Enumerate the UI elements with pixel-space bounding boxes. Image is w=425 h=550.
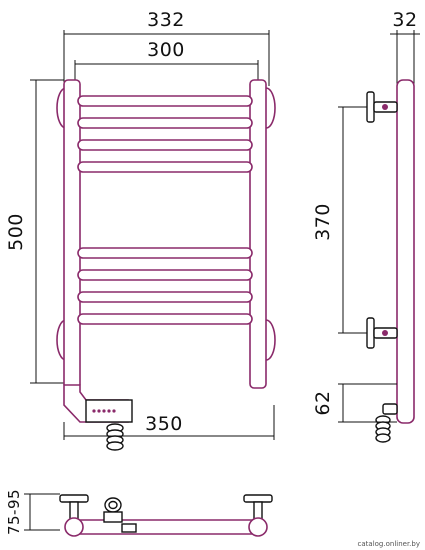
power-cord-coil [106, 423, 124, 451]
rungs [77, 95, 253, 325]
dim-label-75-95: 75-95 [5, 489, 23, 535]
dim-label-300: 300 [147, 39, 185, 61]
right-wall-flange [243, 494, 273, 503]
heater-knob-inner [108, 500, 118, 510]
dim-label-370: 370 [312, 203, 334, 241]
indicator-dot [107, 409, 111, 413]
side-view: 32 370 62 [312, 9, 420, 443]
dim-label-350: 350 [145, 413, 183, 435]
heater-body-top [103, 511, 123, 523]
side-cord-coil [375, 403, 398, 443]
heater-cap [121, 523, 137, 533]
rung [77, 95, 253, 107]
wall-flange [366, 317, 375, 349]
rung [77, 117, 253, 129]
side-pipe [396, 79, 415, 424]
watermark: catalog.onliner.by [358, 540, 420, 548]
indicator-dot [92, 409, 96, 413]
rung [77, 139, 253, 151]
rung [77, 161, 253, 173]
dim-label-500: 500 [5, 213, 27, 251]
right-mount-knob [248, 517, 268, 537]
rung [77, 247, 253, 259]
top-bar [67, 519, 265, 535]
indicator-dot [112, 409, 116, 413]
mount-screw [382, 104, 388, 110]
side-mount-top [366, 91, 398, 123]
indicator-dot [102, 409, 106, 413]
rung [77, 313, 253, 325]
rung [77, 291, 253, 303]
front-view: 332 300 500 [5, 9, 276, 451]
dim-label-332: 332 [147, 9, 185, 31]
post-left [63, 79, 81, 389]
dim-label-32: 32 [392, 9, 417, 31]
cord-plug [382, 403, 398, 415]
coil-loop [106, 441, 124, 451]
post-right [249, 79, 267, 389]
mount-screw [382, 330, 388, 336]
coil-loop [375, 433, 391, 443]
top-view: 75-95 [5, 489, 273, 537]
left-mount-knob [64, 517, 84, 537]
indicator-dots [92, 409, 116, 413]
side-mount-bottom [366, 317, 398, 349]
wall-flange [366, 91, 375, 123]
left-wall-flange [59, 494, 89, 503]
rung [77, 269, 253, 281]
dim-label-62: 62 [312, 390, 334, 415]
indicator-dot [97, 409, 101, 413]
